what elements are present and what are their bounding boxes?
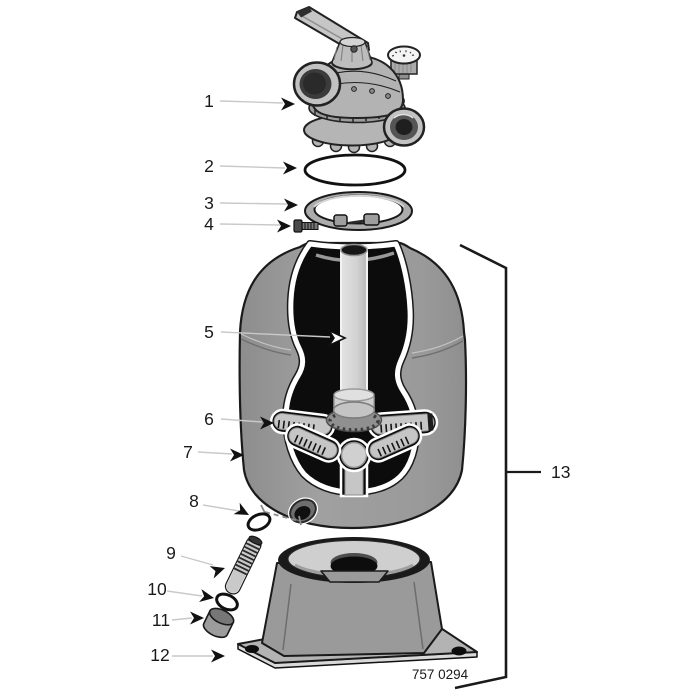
callout-labels: 1 2 3 4 5 6 7 8 9 10 11 12 13	[147, 91, 570, 665]
lateral-assembly	[269, 401, 439, 498]
callout-4-arrow	[277, 219, 291, 233]
filter-base	[237, 537, 478, 669]
base-bolt-hole-left	[245, 645, 259, 653]
valve-oring	[303, 153, 407, 187]
callout-4-label: 4	[204, 214, 214, 234]
callout-2-label: 2	[204, 156, 214, 176]
assembly-bracket	[454, 243, 541, 690]
drain-cap	[202, 607, 235, 639]
callout-1-label: 1	[204, 91, 214, 111]
callout-5-label: 5	[204, 322, 214, 342]
callout-13-label: 13	[551, 462, 570, 482]
leader-lines	[166, 100, 331, 657]
valve-knob	[331, 36, 373, 71]
callout-10-label: 10	[147, 579, 167, 599]
part-number: 757 0294	[412, 667, 469, 682]
callout-3-label: 3	[204, 193, 214, 213]
callout-8-arrow	[233, 502, 253, 521]
callout-7-label: 7	[183, 442, 193, 462]
lateral-front-left	[284, 423, 342, 463]
gauge-tick-marks	[391, 50, 415, 57]
filter-tank	[238, 240, 468, 530]
clamp-ring	[304, 191, 413, 231]
callout-9-label: 9	[166, 543, 176, 563]
valve-left-port	[292, 61, 342, 107]
callout-10-arrow	[199, 589, 216, 605]
callout-12-label: 12	[150, 645, 169, 665]
callout-1-arrow	[281, 97, 295, 111]
callout-11-label: 11	[152, 610, 170, 630]
base-pedestal	[261, 561, 443, 657]
callout-2-arrow	[283, 161, 297, 175]
standpipe	[333, 243, 375, 415]
multiport-valve	[292, 6, 426, 154]
drain-washer	[215, 592, 239, 612]
clamp-screw	[293, 219, 319, 233]
callout-6-label: 6	[204, 409, 214, 429]
drain-pipe	[224, 535, 263, 595]
valve-right-port	[382, 107, 426, 147]
callout-12-arrow	[211, 649, 225, 663]
callout-11-arrow	[190, 611, 204, 625]
callout-3-arrow	[284, 198, 298, 212]
drain-oring-locator	[260, 504, 302, 526]
base-rim-notch	[320, 570, 389, 583]
base-bolt-hole-right	[451, 646, 467, 656]
callout-8-label: 8	[189, 491, 199, 511]
lateral-front-right	[365, 423, 423, 463]
pressure-gauge	[387, 45, 421, 80]
valve-handle-grip	[297, 7, 312, 18]
drain-oring	[246, 512, 272, 532]
